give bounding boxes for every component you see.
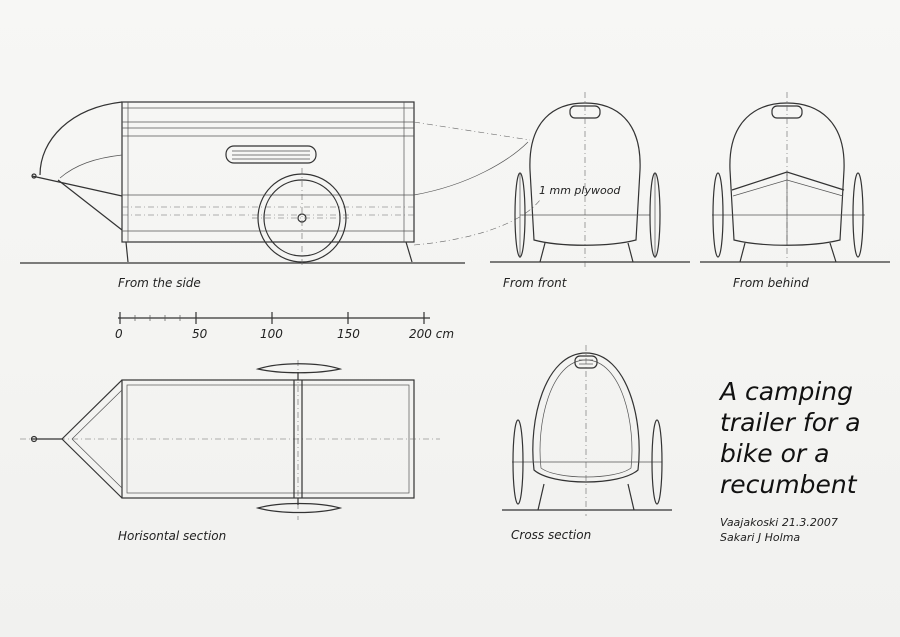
side-view [20, 101, 541, 268]
label-from-side: From the side [118, 276, 201, 290]
credit-place-date: Vaajakoski 21.3.2007 [720, 516, 838, 529]
label-from-behind: From behind [733, 276, 809, 290]
behind-view [700, 92, 890, 270]
front-view [490, 92, 690, 270]
horizontal-section [20, 360, 440, 520]
label-from-front: From front [503, 276, 567, 290]
credit-author: Sakari J Holma [720, 531, 801, 544]
credit-block: Vaajakoski 21.3.2007 Sakari J Holma [720, 515, 838, 545]
drawing-title: A camping trailer for a bike or a recumb… [720, 377, 861, 499]
scale-tick-label: 150 [337, 327, 360, 341]
label-cross-section: Cross section [511, 528, 592, 542]
scale-tick-label: 200 cm [409, 327, 455, 341]
label-material: 1 mm plywood [539, 184, 621, 197]
scale-tick-label: 100 [260, 327, 283, 341]
label-horizontal-section: Horisontal section [118, 529, 227, 543]
scale-tick-label: 0 [115, 327, 123, 341]
cross-section [502, 345, 672, 516]
scale-tick-label: 50 [192, 327, 208, 341]
scale-bar [118, 312, 430, 324]
